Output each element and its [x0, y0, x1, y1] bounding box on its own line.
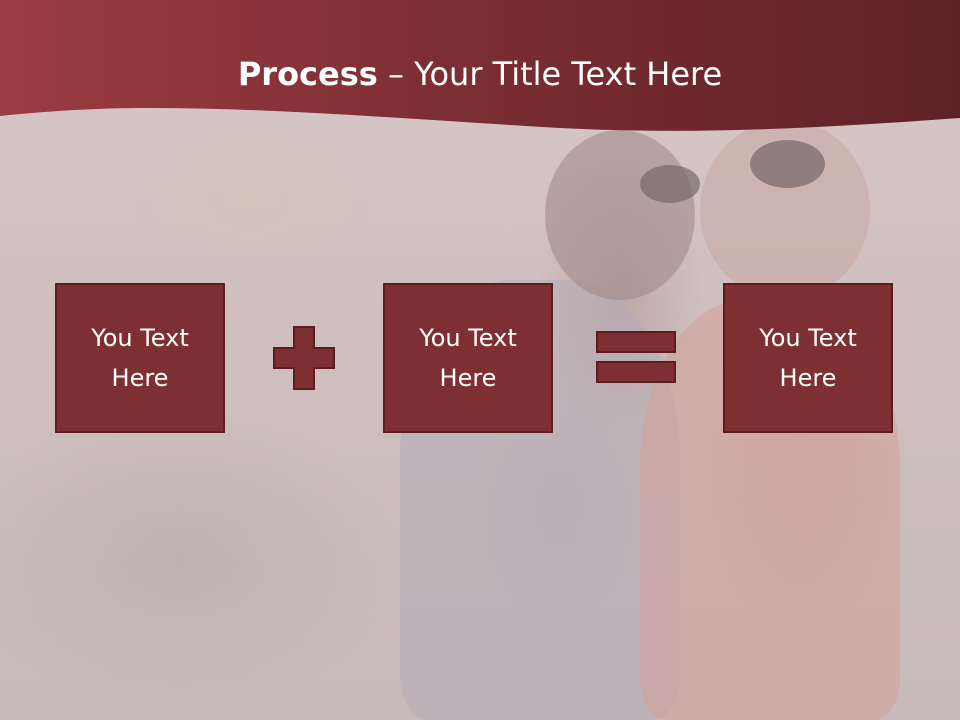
page-title: Process – Your Title Text Here — [0, 52, 960, 96]
box-line-1: You Text — [759, 324, 857, 352]
box-line-1: You Text — [91, 324, 189, 352]
box-line-2: Here — [779, 364, 837, 392]
box-line-2: Here — [111, 364, 169, 392]
title-rest: – Your Title Text Here — [377, 55, 723, 93]
box-line-2: Here — [439, 364, 497, 392]
process-box-text: You Text Here — [419, 318, 517, 398]
process-box-text: You Text Here — [759, 318, 857, 398]
photo-head-woman — [700, 120, 870, 300]
process-box-3[interactable]: You Text Here — [723, 283, 893, 433]
photo-sunglasses — [750, 140, 825, 188]
process-box-text: You Text Here — [91, 318, 189, 398]
photo-head-man — [545, 130, 695, 300]
process-box-2[interactable]: You Text Here — [383, 283, 553, 433]
process-box-1[interactable]: You Text Here — [55, 283, 225, 433]
photo-sunglasses — [640, 165, 700, 203]
title-bold: Process — [237, 55, 378, 93]
title-banner — [0, 0, 960, 140]
equals-icon — [596, 331, 676, 383]
plus-icon — [273, 326, 335, 390]
box-line-1: You Text — [419, 324, 517, 352]
